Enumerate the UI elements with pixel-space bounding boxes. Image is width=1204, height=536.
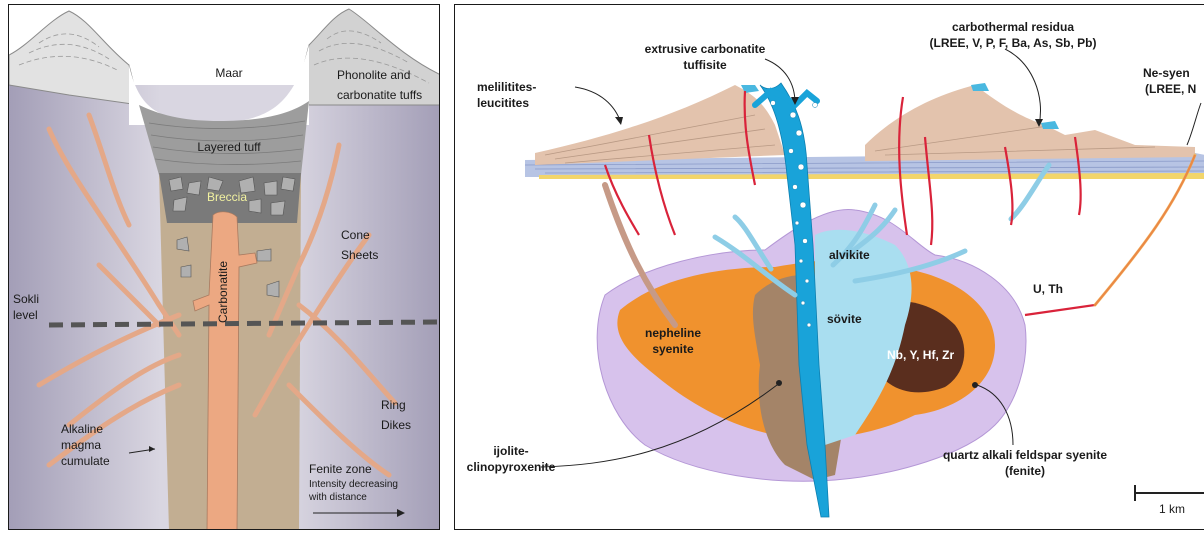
label-alvikite: alvikite [829, 248, 870, 262]
label-fenite-3: with distance [308, 492, 367, 503]
label-sokli-1: Sokli [13, 292, 39, 306]
volcanic-edifice-left [535, 85, 785, 165]
label-melilitites-2: leucitites [477, 96, 529, 110]
label-breccia: Breccia [207, 190, 247, 204]
label-ne-syenite-2: (LREE, N [1145, 82, 1196, 96]
label-alkaline-3: cumulate [61, 454, 110, 468]
volcanic-edifice-right [865, 85, 1195, 161]
label-alkaline-1: Alkaline [61, 422, 103, 436]
label-nb-y-hf-zr: Nb, Y, Hf, Zr [887, 348, 954, 362]
label-u-th: U, Th [1033, 282, 1063, 296]
label-phonolite-2: carbonatite tuffs [337, 88, 422, 102]
label-carbonatite: Carbonatite [216, 261, 230, 323]
label-ijolite-2: clinopyroxenite [467, 460, 556, 474]
label-alkaline-2: magma [61, 438, 101, 452]
label-sokli-2: level [13, 308, 38, 322]
carbonatite-mineralization-diagram: extrusive carbonatite tuffisite carbothe… [455, 5, 1204, 530]
label-carbothermal-1: carbothermal residua [952, 20, 1074, 34]
label-quartz-2: (fenite) [1005, 464, 1045, 478]
label-fenite-1: Fenite zone [309, 462, 372, 476]
label-cone-2: Sheets [341, 248, 378, 262]
label-ijolite-1: ijolite- [493, 444, 528, 458]
label-maar: Maar [215, 66, 242, 80]
label-ring-2: Dikes [381, 418, 411, 432]
label-ring-1: Ring [381, 398, 406, 412]
label-cone-1: Cone [341, 228, 370, 242]
label-scale: 1 km [1159, 502, 1185, 516]
label-carbothermal-2: (LREE, V, P, F, Ba, As, Sb, Pb) [930, 36, 1097, 50]
label-ne-syenite-1: Ne-syen [1143, 66, 1190, 80]
label-extrusive-2: tuffisite [683, 58, 727, 72]
label-nepheline-2: syenite [652, 342, 694, 356]
label-extrusive-1: extrusive carbonatite [645, 42, 766, 56]
label-fenite-2: Intensity decreasing [309, 479, 398, 490]
label-sovite: sövite [827, 312, 862, 326]
label-melilitites-1: melilitites- [477, 80, 536, 94]
label-layered-tuff: Layered tuff [197, 140, 261, 154]
left-diagram-panel: Maar Phonolite and carbonatite tuffs Lay… [8, 4, 440, 530]
carbonatite-complex-cross-section: Maar Phonolite and carbonatite tuffs Lay… [9, 5, 440, 530]
label-quartz-1: quartz alkali feldspar syenite [943, 448, 1107, 462]
label-phonolite-1: Phonolite and [337, 68, 410, 82]
label-nepheline-1: nepheline [645, 326, 701, 340]
right-diagram-panel: extrusive carbonatite tuffisite carbothe… [454, 4, 1204, 530]
